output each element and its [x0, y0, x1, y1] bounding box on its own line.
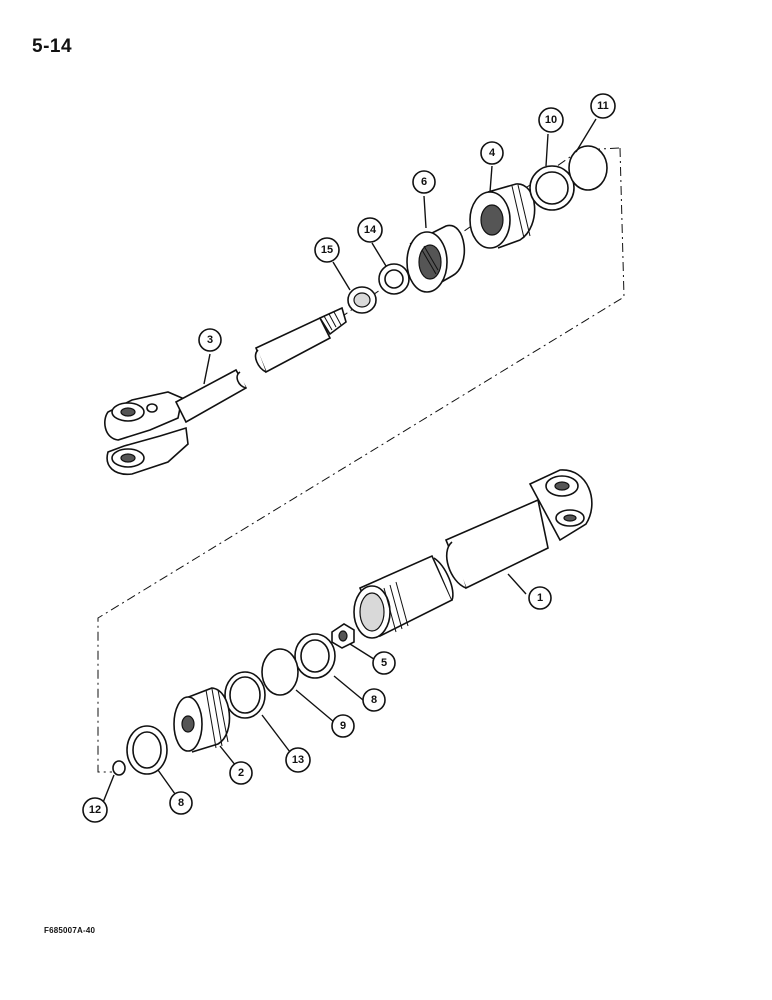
nut-part-5	[331, 623, 355, 649]
callout-6: 6	[412, 170, 436, 194]
assembly-centerline	[97, 147, 625, 773]
callout-1-label: 1	[537, 592, 543, 604]
callout-4: 4	[480, 141, 504, 165]
gland-nut-part-6	[406, 224, 466, 293]
callout-8-lower: 8	[169, 791, 193, 815]
callout-2: 2	[229, 761, 253, 785]
leader-lines	[99, 118, 597, 811]
callout-10: 10	[538, 107, 564, 133]
callout-5-label: 5	[381, 657, 387, 669]
gland-part-4	[469, 183, 536, 249]
page-number: 5-14	[32, 36, 73, 57]
callout-13-label: 13	[292, 754, 304, 766]
seal-ring-part-13	[224, 671, 266, 719]
callout-12-label: 12	[89, 804, 101, 816]
piston-part-2	[173, 687, 231, 753]
callout-3: 3	[198, 328, 222, 352]
figure-code: F685007A-40	[44, 926, 96, 935]
callout-3-label: 3	[207, 334, 213, 346]
callout-8-upper-label: 8	[371, 694, 377, 706]
callout-11: 11	[590, 93, 616, 119]
wiper-part-14	[378, 263, 410, 295]
callout-11-label: 11	[597, 100, 609, 112]
callout-10-label: 10	[545, 114, 557, 126]
callout-15-label: 15	[321, 244, 333, 256]
backup-ring-part-10	[529, 165, 575, 211]
callout-9: 9	[331, 714, 355, 738]
callout-12: 12	[82, 797, 108, 823]
backup-ring-part-8-upper	[294, 633, 336, 679]
callout-6-label: 6	[421, 176, 427, 188]
o-ring-part-11	[568, 145, 608, 191]
o-ring-part-12	[112, 760, 126, 776]
piston-rod	[104, 306, 347, 476]
callout-8-upper: 8	[362, 688, 386, 712]
seal-part-15	[347, 286, 377, 314]
callout-1: 1	[528, 586, 552, 610]
callout-8-lower-label: 8	[178, 797, 184, 809]
callout-14-label: 14	[364, 224, 377, 236]
callout-4-label: 4	[489, 147, 496, 159]
callout-5: 5	[372, 651, 396, 675]
o-ring-part-9	[261, 648, 299, 696]
backup-ring-part-8-lower	[126, 725, 168, 775]
callout-2-label: 2	[238, 767, 244, 779]
cylinder-barrel	[353, 469, 593, 639]
callout-9-label: 9	[340, 720, 346, 732]
callout-15: 15	[314, 237, 340, 263]
callout-14: 14	[357, 217, 383, 243]
callout-13: 13	[285, 747, 311, 773]
